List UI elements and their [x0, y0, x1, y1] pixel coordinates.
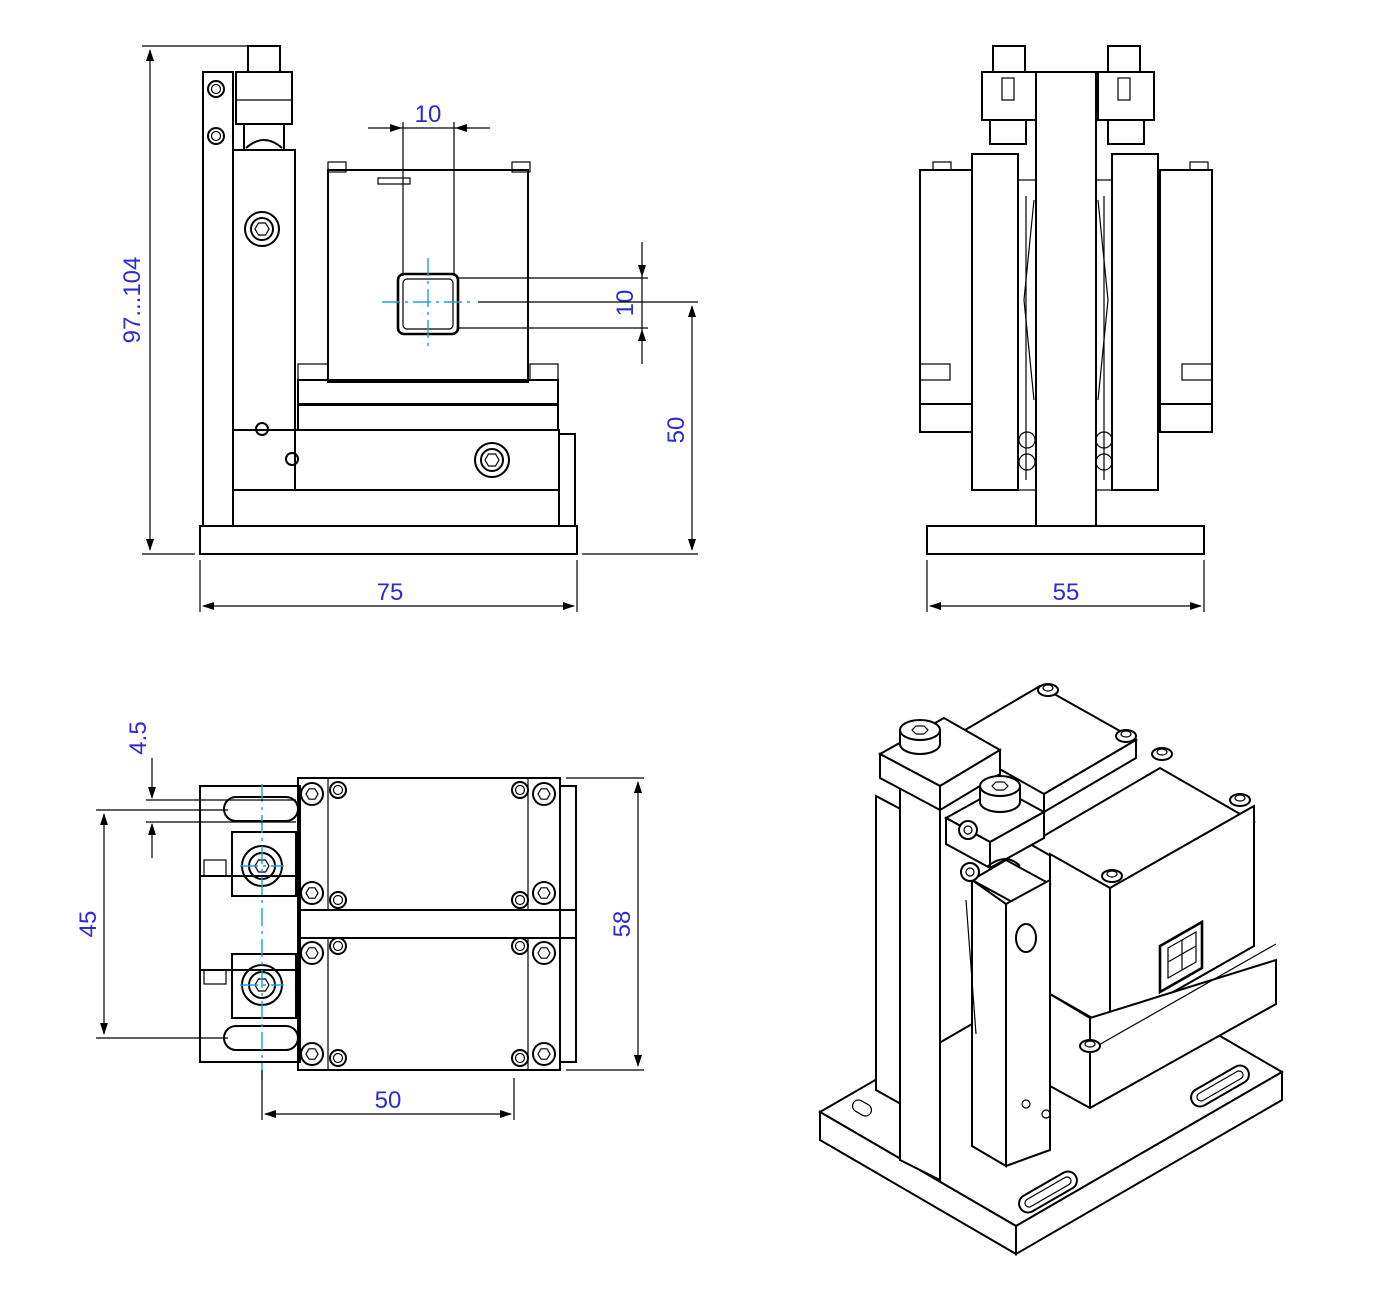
dim-front-width: 75 — [377, 579, 404, 606]
iso-side-screw-2 — [960, 862, 980, 882]
iso-screw-f — [1079, 1039, 1101, 1053]
side-view — [919, 45, 1213, 555]
dim-window-height: 10 — [612, 290, 639, 317]
top-screws — [300, 781, 556, 1067]
iso-aperture — [1158, 919, 1204, 995]
dim-side-width: 55 — [1053, 579, 1080, 606]
dim-window-width: 10 — [415, 101, 442, 128]
front-view — [199, 45, 578, 555]
iso-screw-d — [1229, 793, 1251, 807]
iso-screw-c — [1151, 747, 1173, 761]
side-dimensions: 55 — [926, 560, 1205, 612]
iso-screw-b — [1115, 729, 1137, 743]
front-screw-lower — [207, 127, 225, 145]
dim-top-depth: 58 — [609, 911, 636, 938]
dim-top-length: 50 — [375, 1087, 402, 1114]
front-socket-screw — [244, 211, 280, 247]
dim-top-spacing: 45 — [75, 911, 102, 938]
isometric-view — [818, 683, 1284, 1256]
front-dimensions: 97...104 75 10 10 50 — [119, 45, 698, 612]
iso-screw-e — [1101, 869, 1123, 883]
top-dimensions: 4.5 45 58 50 — [75, 721, 644, 1120]
front-foot-screw — [474, 442, 510, 478]
iso-side-screw-1 — [958, 820, 978, 840]
iso-adjuster-front — [979, 775, 1021, 813]
dim-front-height: 97...104 — [119, 257, 146, 344]
front-screw-upper — [207, 80, 225, 98]
iso-adjuster-rear — [899, 719, 941, 755]
dim-axis-height: 50 — [663, 417, 690, 444]
iso-screw-a — [1037, 683, 1059, 697]
dim-top-offset: 4.5 — [125, 721, 152, 754]
top-view — [199, 777, 577, 1080]
